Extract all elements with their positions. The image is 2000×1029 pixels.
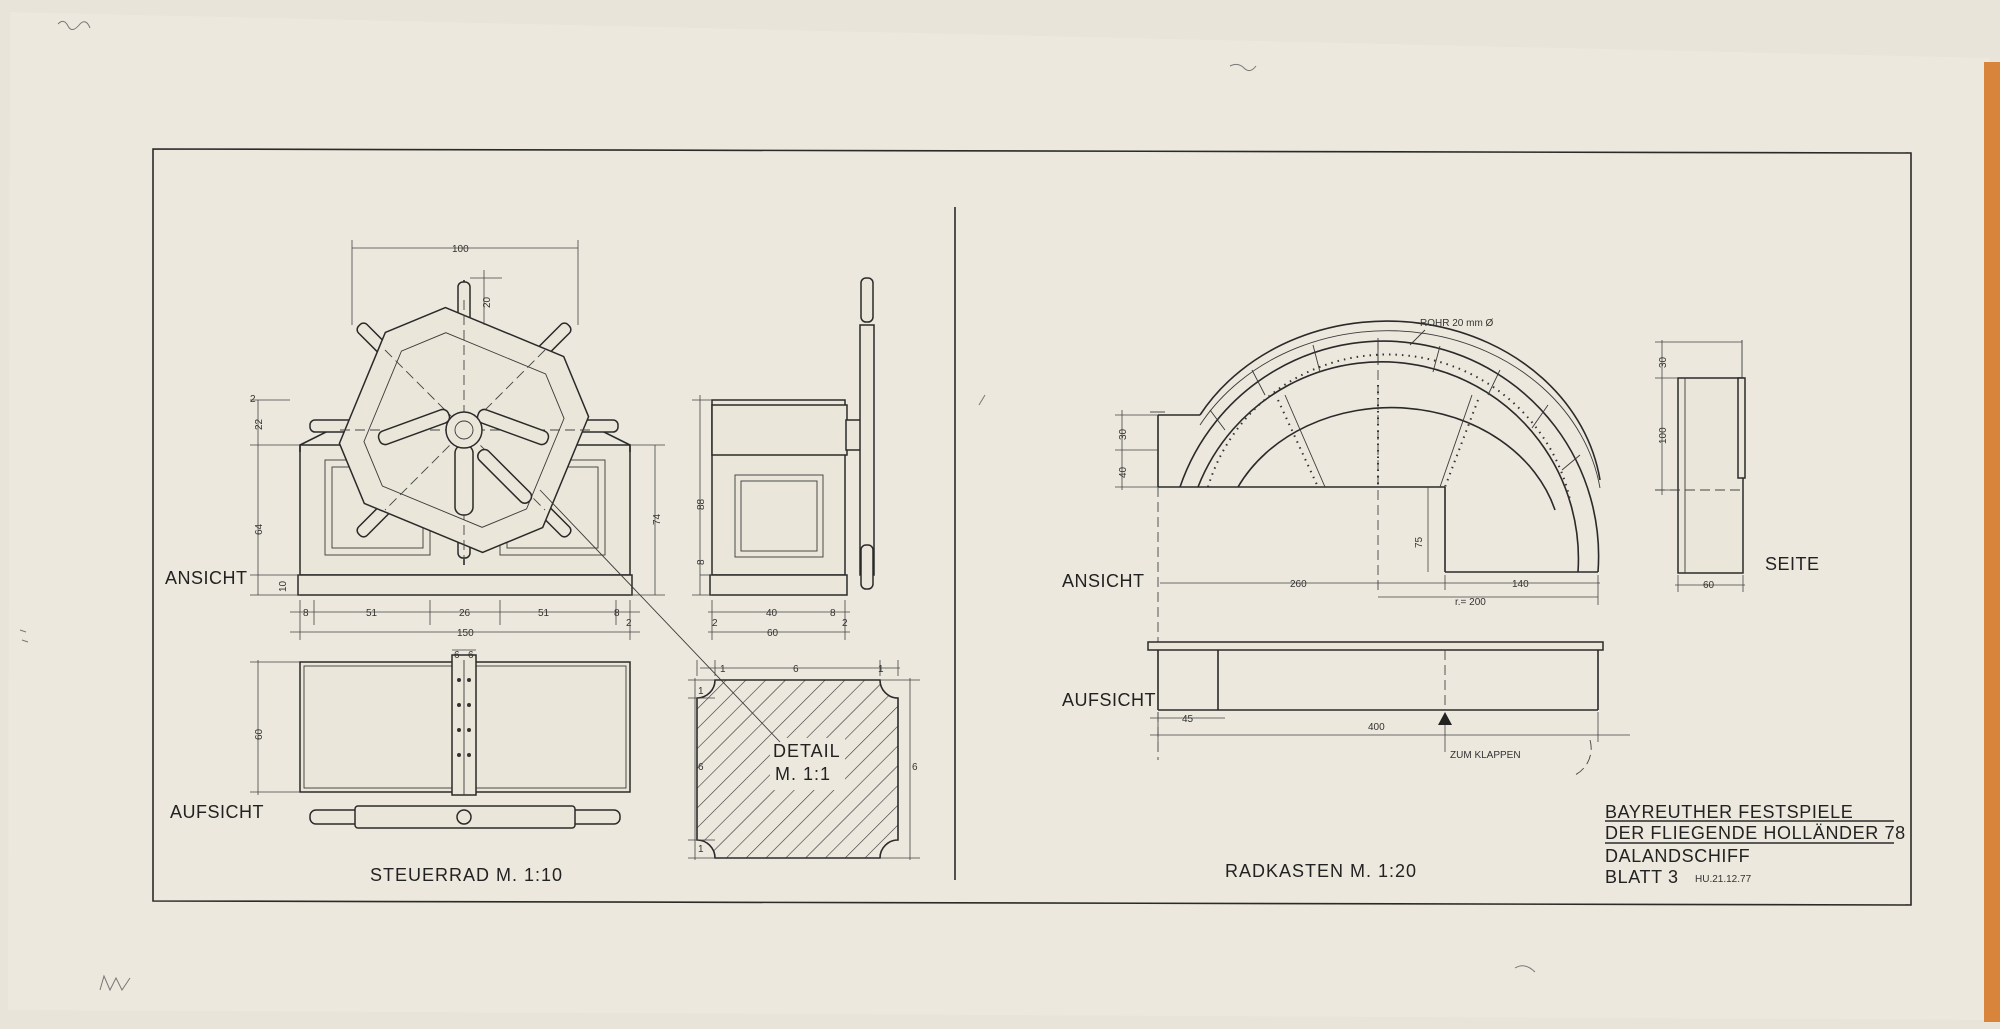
dim-text: 1 <box>698 686 704 697</box>
radkasten-seite <box>1655 340 1746 592</box>
dim-text: 40 <box>766 608 778 619</box>
dim-text: 88 <box>696 498 707 510</box>
dim-text: 60 <box>767 628 779 639</box>
radkasten-ansicht <box>1115 320 1601 760</box>
dim-text: 8 <box>303 608 309 619</box>
steuerrad-side <box>692 277 875 640</box>
pencil-marks <box>19 20 1536 992</box>
hinge-marker <box>1438 712 1452 725</box>
dim-text: 2 <box>250 394 256 405</box>
dim-text: 74 <box>652 513 663 525</box>
title-line-opera: DER FLIEGENDE HOLLÄNDER 78 <box>1605 823 1906 843</box>
dim-text: 6 <box>698 762 704 773</box>
annotations: ROHR 20 mm Ø ZUM KLAPPEN r.= 200 <box>1409 318 1521 761</box>
dim-text: 60 <box>1703 580 1715 591</box>
radkasten-title: RADKASTEN M. 1:20 <box>1225 861 1417 881</box>
dim-text: 6 <box>454 650 460 661</box>
dim-text: 51 <box>366 608 378 619</box>
dim-text: 100 <box>1658 427 1669 444</box>
right-ansicht-label: ANSICHT <box>1062 571 1145 591</box>
detail-scale: M. 1:1 <box>775 764 831 784</box>
dim-text: 140 <box>1512 579 1529 590</box>
dim-text: 6 <box>468 650 474 661</box>
dim-text: 6 <box>912 762 918 773</box>
dim-text: 1 <box>698 844 704 855</box>
dim-text: 8 <box>830 608 836 619</box>
dim-text: 100 <box>452 244 469 255</box>
title-line-blatt: BLATT 3 <box>1605 867 1679 887</box>
dim-text: 22 <box>254 418 265 430</box>
steuerrad-ansicht <box>250 240 665 640</box>
title-line-schiff: DALANDSCHIFF <box>1605 846 1750 866</box>
right-aufsicht-label: AUFSICHT <box>1062 690 1156 710</box>
dim-text: 10 <box>278 580 289 592</box>
dim-text: 8 <box>614 608 620 619</box>
dim-text: 26 <box>459 608 471 619</box>
title-block: BAYREUTHER FESTSPIELE DER FLIEGENDE HOLL… <box>1605 802 1906 887</box>
dim-text: 2 <box>712 618 718 629</box>
dim-text: 260 <box>1290 579 1307 590</box>
dim-text: 30 <box>1658 356 1669 368</box>
section-titles: STEUERRAD M. 1:10 RADKASTEN M. 1:20 DETA… <box>370 741 1417 885</box>
dim-text: 8 <box>696 559 707 565</box>
dim-text: 30 <box>1118 428 1129 440</box>
radkasten-aufsicht <box>1147 641 1630 776</box>
view-labels: ANSICHT AUFSICHT ANSICHT AUFSICHT SEITE <box>165 554 1820 822</box>
seite-label: SEITE <box>1765 554 1820 574</box>
dim-text: 60 <box>254 728 265 740</box>
dim-text: 6 <box>793 664 799 675</box>
ship-wheel <box>309 280 619 565</box>
left-ansicht-label: ANSICHT <box>165 568 248 588</box>
rohr-note: ROHR 20 mm Ø <box>1420 318 1494 329</box>
steuerrad-aufsicht <box>250 649 631 829</box>
dim-text: 2 <box>626 618 632 629</box>
dim-text: 400 <box>1368 722 1385 733</box>
dim-text: 2 <box>842 618 848 629</box>
detail-title: DETAIL <box>773 741 841 761</box>
zum-klappen-note: ZUM KLAPPEN <box>1450 750 1521 761</box>
dim-text: 1 <box>878 664 884 675</box>
detail-section <box>539 489 920 860</box>
title-line-festspiele: BAYREUTHER FESTSPIELE <box>1605 802 1853 822</box>
dim-text: 64 <box>254 523 265 535</box>
left-aufsicht-label: AUFSICHT <box>170 802 264 822</box>
radius-note: r.= 200 <box>1455 597 1486 608</box>
dimension-values: 100 20 22 2 64 74 10 8 51 26 51 8 2 150 … <box>250 244 1715 855</box>
dim-text: 75 <box>1414 536 1425 548</box>
orange-edge-strip <box>1984 62 2000 1022</box>
dim-text: 45 <box>1182 714 1194 725</box>
dim-text: 1 <box>720 664 726 675</box>
steuerrad-title: STEUERRAD M. 1:10 <box>370 865 563 885</box>
drawing-border <box>152 148 1912 906</box>
steuerrad-dimensions <box>250 240 665 640</box>
dim-text: 20 <box>482 296 493 308</box>
dim-text: 51 <box>538 608 550 619</box>
title-date: HU.21.12.77 <box>1695 874 1752 885</box>
dim-text: 40 <box>1118 466 1129 478</box>
dim-text: 150 <box>457 628 474 639</box>
